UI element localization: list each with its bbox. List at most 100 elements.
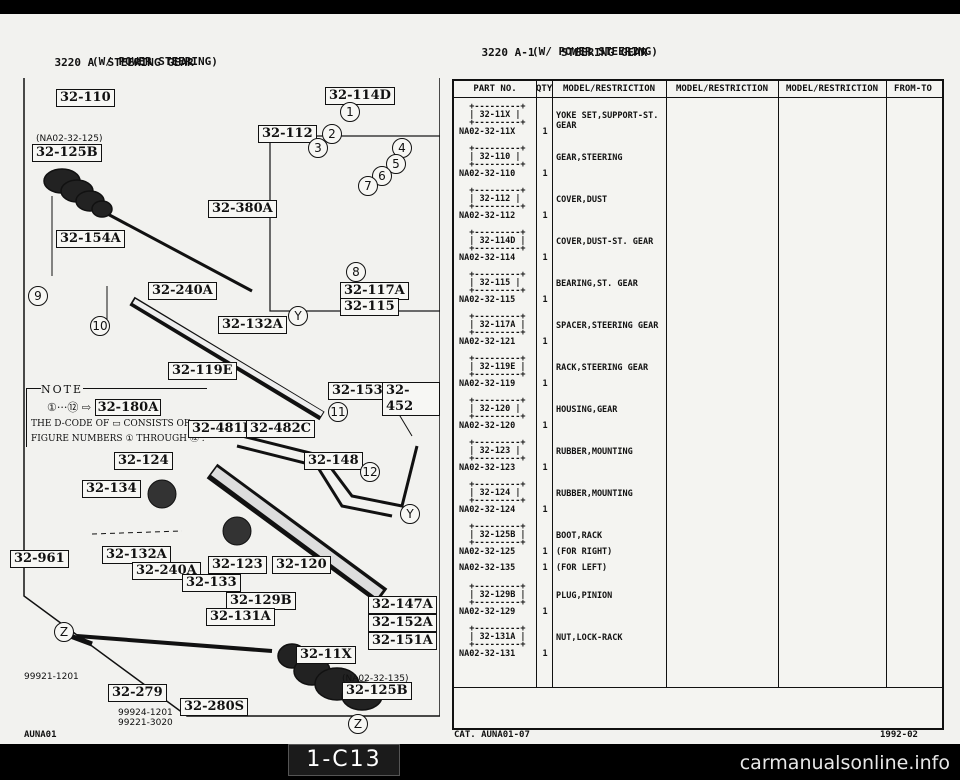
row-part-number: NA02-32-123: [459, 463, 516, 473]
row-qty: 1: [542, 337, 548, 347]
row-description: PLUG,PINION: [556, 591, 613, 601]
table-row: +---------+ | 32-119E | +---------+NA02-…: [454, 355, 942, 395]
label-32-131a: 32-131A: [206, 608, 275, 626]
label-32-154a: 32-154A: [56, 230, 125, 248]
right-header-title: STEERING GEAR: [560, 46, 648, 59]
row-figure-box: +---------+ | 32-129B | +---------+: [459, 582, 526, 608]
row-qty-extra: 1: [542, 563, 548, 573]
label-32-132a-mid: 32-132A: [102, 546, 171, 564]
label-32-11x: 32-11X: [296, 646, 356, 664]
col-qty: QTY: [536, 81, 553, 97]
label-32-132a-top: 32-132A: [218, 316, 287, 334]
col-model-3: MODEL/RESTRICTION: [778, 81, 887, 97]
row-figure-box: +---------+ | 32-119E | +---------+: [459, 354, 526, 380]
label-32-125b-top: 32-125B: [32, 144, 102, 162]
row-description: RACK,STEERING GEAR: [556, 363, 649, 373]
row-figure-box: +---------+ | 32-125B | +---------+: [459, 522, 526, 548]
row-description: BOOT,RACK: [556, 531, 603, 541]
label-32-482c: 32-482C: [246, 420, 315, 438]
label-32-125b-bottom: 32-125B: [342, 682, 412, 700]
row-part-number: NA02-32-110: [459, 169, 516, 179]
label-32-180a: 32-180A: [94, 399, 162, 416]
row-description: SPACER,STEERING GEAR: [556, 321, 659, 331]
label-32-114d: 32-114D: [325, 87, 395, 105]
note-line1: ①···⑫ ⇨ 32-180A: [47, 399, 162, 416]
row-figure-box: +---------+ | 32-114D | +---------+: [459, 228, 526, 254]
label-32-112: 32-112: [258, 125, 317, 143]
bottom-rule: [454, 687, 942, 688]
callout-2: 2: [322, 124, 342, 144]
label-32-148: 32-148: [304, 452, 363, 470]
row-part-number: NA02-32-129: [459, 607, 516, 617]
callout-8: 8: [346, 262, 366, 282]
table-row: +---------+ | 32-112 | +---------+NA02-3…: [454, 187, 942, 227]
note-line2-b: CONSISTS OF: [123, 419, 191, 429]
row-qty: 1: [542, 211, 548, 221]
label-32-124: 32-124: [114, 452, 173, 470]
label-32-961: 32-961: [10, 550, 69, 568]
label-32-119e: 32-119E: [168, 362, 237, 380]
note-title: NOTE: [41, 383, 84, 396]
row-description: NUT,LOCK-RACK: [556, 633, 623, 643]
row-part-number-extra: NA02-32-135: [459, 563, 516, 573]
table-row: +---------+ | 32-120 | +---------+NA02-3…: [454, 397, 942, 437]
table-row: +---------+ | 32-129B | +---------+NA02-…: [454, 583, 942, 623]
row-figure-box: +---------+ | 32-11X | +---------+: [459, 102, 526, 128]
table-row: +---------+ | 32-125B | +---------+NA02-…: [454, 523, 942, 581]
label-32-134: 32-134: [82, 480, 141, 498]
row-part-number: NA02-32-120: [459, 421, 516, 431]
row-figure-box: +---------+ | 32-115 | +---------+: [459, 270, 526, 296]
row-part-number: NA02-32-121: [459, 337, 516, 347]
row-qty: 1: [542, 127, 548, 137]
label-32-380a: 32-380A: [208, 200, 277, 218]
label-32-147a: 32-147A: [368, 596, 437, 614]
callout-7: 7: [358, 176, 378, 196]
row-description: BEARING,ST. GEAR: [556, 279, 638, 289]
callout-12: 12: [360, 462, 380, 482]
label-32-280s: 32-280S: [180, 698, 249, 716]
row-part-number: NA02-32-124: [459, 505, 516, 515]
table-row: +---------+ | 32-115 | +---------+NA02-3…: [454, 271, 942, 311]
callout-z-bottom: Z: [348, 714, 368, 734]
row-part-number: NA02-32-119: [459, 379, 516, 389]
label-32-123: 32-123: [208, 556, 267, 574]
row-part-number: NA02-32-115: [459, 295, 516, 305]
table-row: +---------+ | 32-117A | +---------+NA02-…: [454, 313, 942, 353]
col-from-to: FROM-TO: [894, 84, 932, 94]
label-32-133: 32-133: [182, 574, 241, 592]
col-part-no: PART NO.: [454, 81, 537, 97]
label-32-240a-top: 32-240A: [148, 282, 217, 300]
col-rule: [778, 97, 779, 687]
row-qty: 1: [542, 295, 548, 305]
row-part-number: NA02-32-125: [459, 547, 516, 557]
col-rule: [536, 97, 537, 687]
exploded-diagram: 32-110 32-114D 32-112 (NA02-32-125) 32-1…: [10, 76, 440, 734]
label-32-110: 32-110: [56, 89, 115, 107]
row-description: COVER,DUST-ST. GEAR: [556, 237, 654, 247]
right-header-code: 3220 A-1: [481, 46, 535, 59]
footer-left: AUNA01: [24, 730, 57, 740]
table-row: +---------+ | 32-131A | +---------+NA02-…: [454, 625, 942, 665]
table-row: +---------+ | 32-124 | +---------+NA02-3…: [454, 481, 942, 521]
callout-z-left: Z: [54, 622, 74, 642]
row-part-number: NA02-32-114: [459, 253, 516, 263]
note-line2: THE D-CODE OF ▭ CONSISTS OF: [31, 419, 191, 429]
row-part-number: NA02-32-11X: [459, 127, 516, 137]
row-qty: 1: [542, 649, 548, 659]
row-figure-box: +---------+ | 32-117A | +---------+: [459, 312, 526, 338]
range-label-bottom: (NA02-32-135): [342, 674, 409, 684]
callout-11: 11: [328, 402, 348, 422]
part-99221: 99221-3020: [118, 718, 173, 728]
row-description: COVER,DUST: [556, 195, 608, 205]
row-part-number: NA02-32-112: [459, 211, 516, 221]
row-qty: 1: [542, 421, 548, 431]
part-99921: 99921-1201: [24, 672, 79, 682]
note-line1-text: ①···⑫ ⇨: [47, 401, 92, 414]
row-figure-box: +---------+ | 32-110 | +---------+: [459, 144, 526, 170]
page-badge: 1-C13: [288, 744, 400, 776]
range-label-top: (NA02-32-125): [36, 134, 103, 144]
callout-10: 10: [90, 316, 110, 336]
row-description: RUBBER,MOUNTING: [556, 447, 633, 457]
row-description-right: (FOR RIGHT): [556, 547, 613, 557]
left-header-code: 3220 A: [54, 56, 95, 69]
